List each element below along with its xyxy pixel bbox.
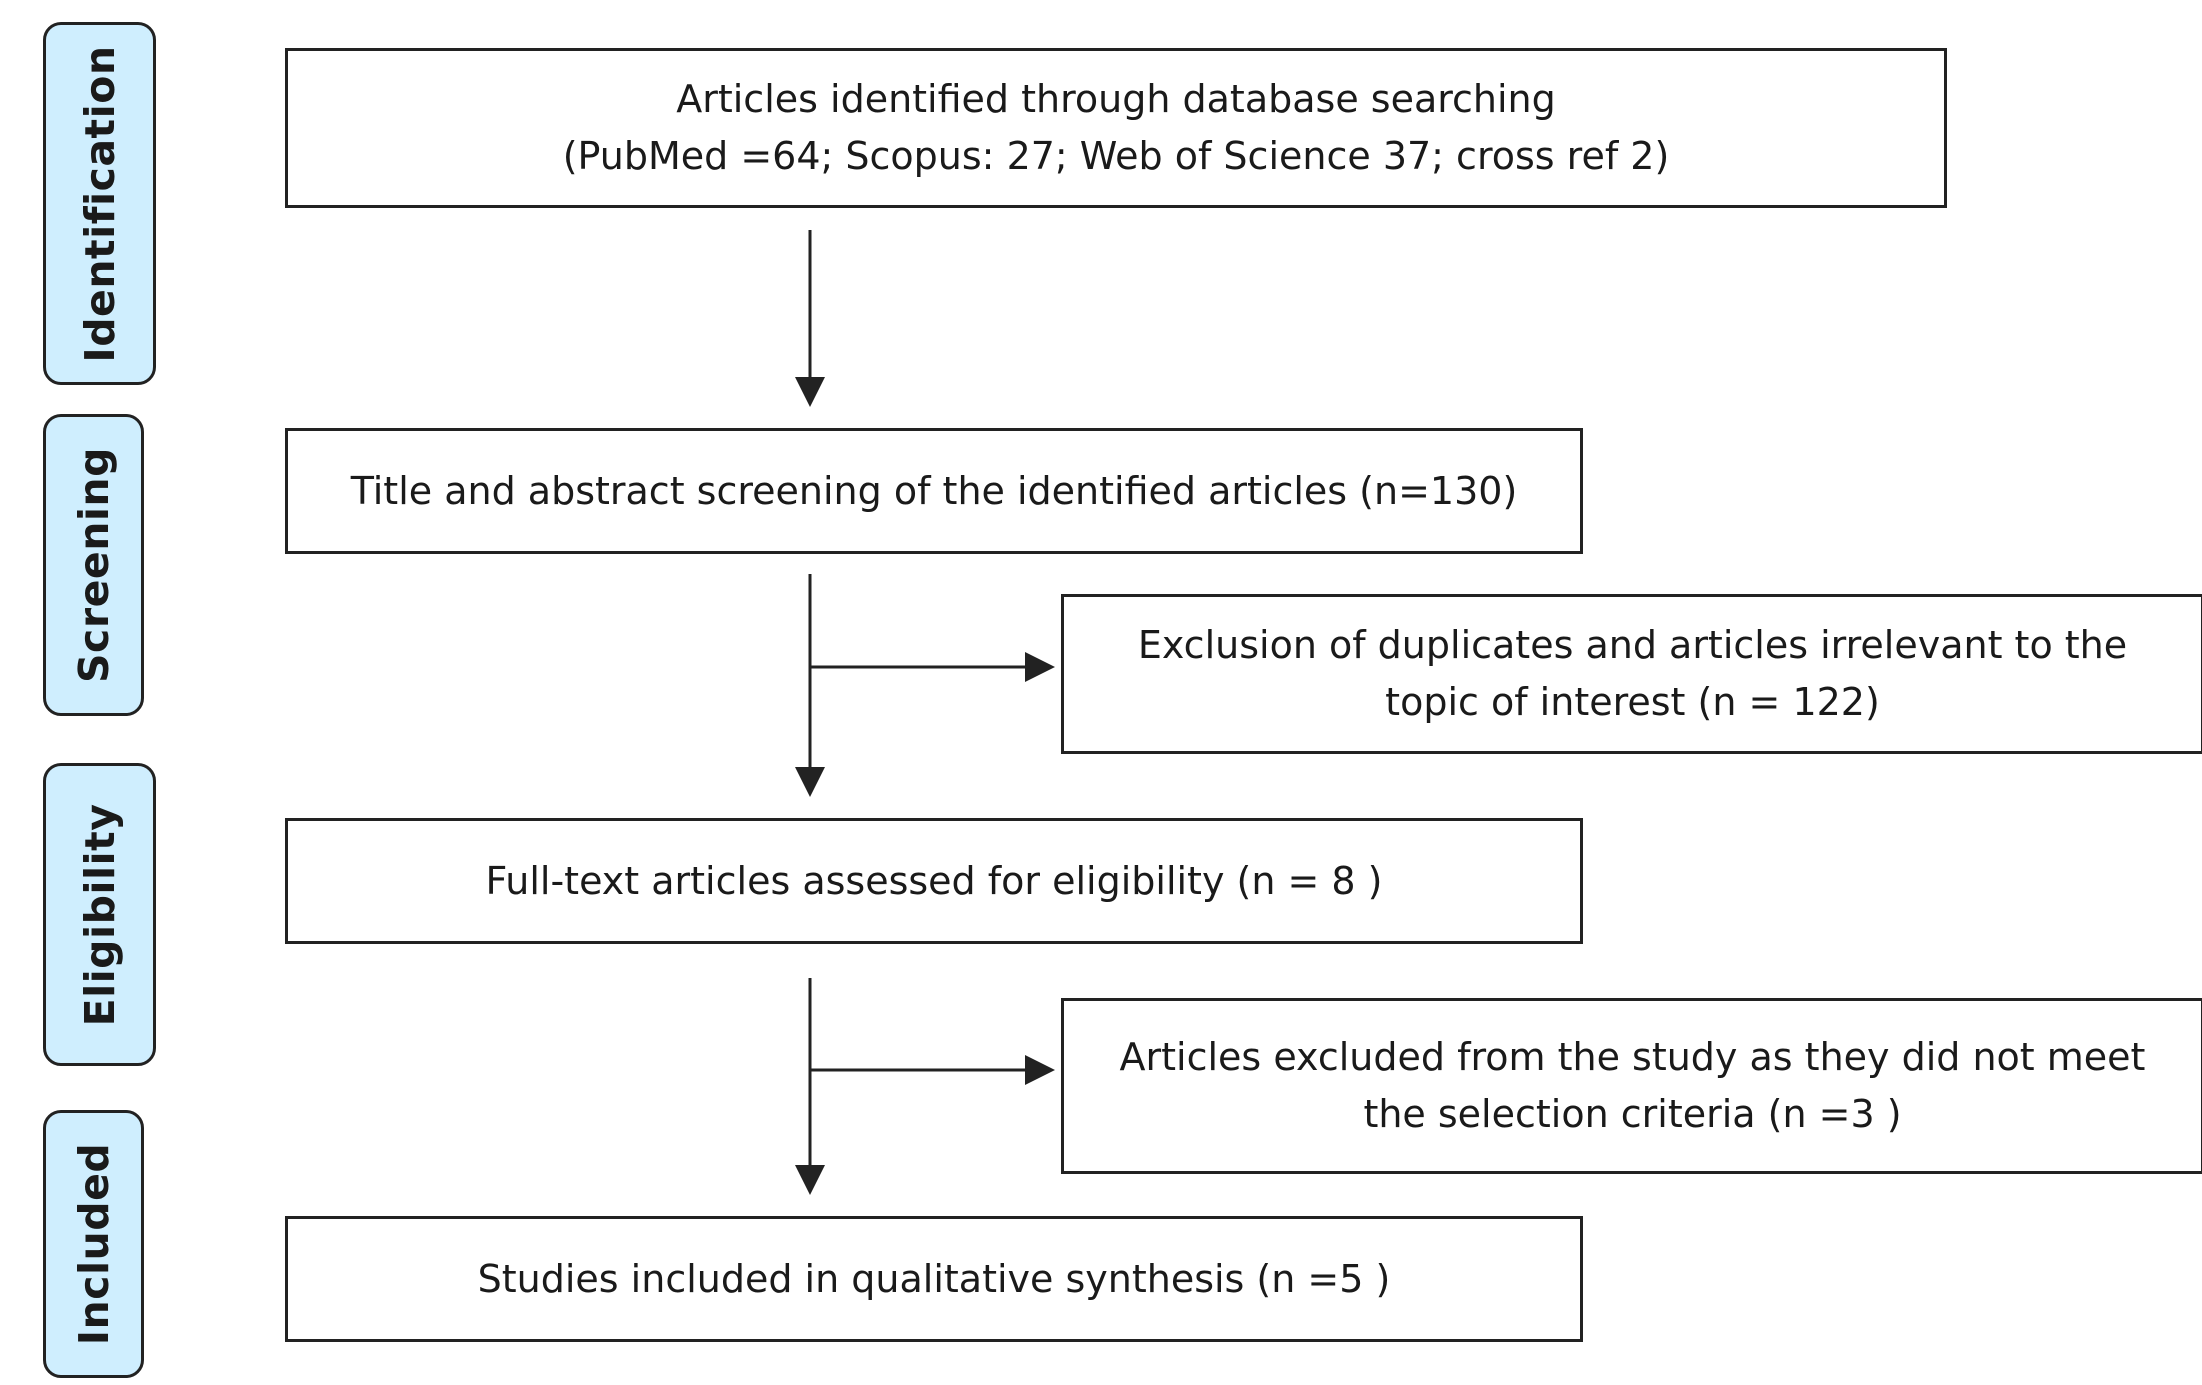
included-box: Studies included in qualitative synthesi…	[285, 1216, 1583, 1342]
stage-included-label: Included	[69, 1142, 118, 1346]
identified-line2: (PubMed =64; Scopus: 27; Web of Science …	[562, 134, 1670, 178]
identified-box: Articles identified through database sea…	[285, 48, 1947, 208]
excluded-criteria-line2: the selection criteria (n =3 )	[1363, 1092, 1902, 1136]
included-line1: Studies included in qualitative synthesi…	[477, 1256, 1391, 1301]
screening-box: Title and abstract screening of the iden…	[285, 428, 1583, 554]
eligibility-line1: Full-text articles assessed for eligibil…	[485, 858, 1383, 903]
stage-identification: Identification	[43, 22, 156, 385]
screening-line1: Title and abstract screening of the iden…	[350, 468, 1518, 513]
excluded-duplicates-box: Exclusion of duplicates and articles irr…	[1061, 594, 2202, 754]
excluded-duplicates-line1: Exclusion of duplicates and articles irr…	[1137, 623, 2128, 667]
excluded-criteria-line1: Articles excluded from the study as they…	[1119, 1035, 2146, 1079]
stage-identification-label: Identification	[75, 44, 124, 363]
excluded-criteria-box: Articles excluded from the study as they…	[1061, 998, 2202, 1174]
identified-line1: Articles identified through database sea…	[676, 77, 1556, 121]
eligibility-box: Full-text articles assessed for eligibil…	[285, 818, 1583, 944]
stage-included: Included	[43, 1110, 144, 1378]
stage-eligibility: Eligibility	[43, 763, 156, 1066]
stage-screening-label: Screening	[69, 447, 118, 683]
stage-screening: Screening	[43, 414, 144, 716]
excluded-duplicates-line2: topic of interest (n = 122)	[1385, 680, 1880, 724]
stage-eligibility-label: Eligibility	[75, 803, 124, 1026]
